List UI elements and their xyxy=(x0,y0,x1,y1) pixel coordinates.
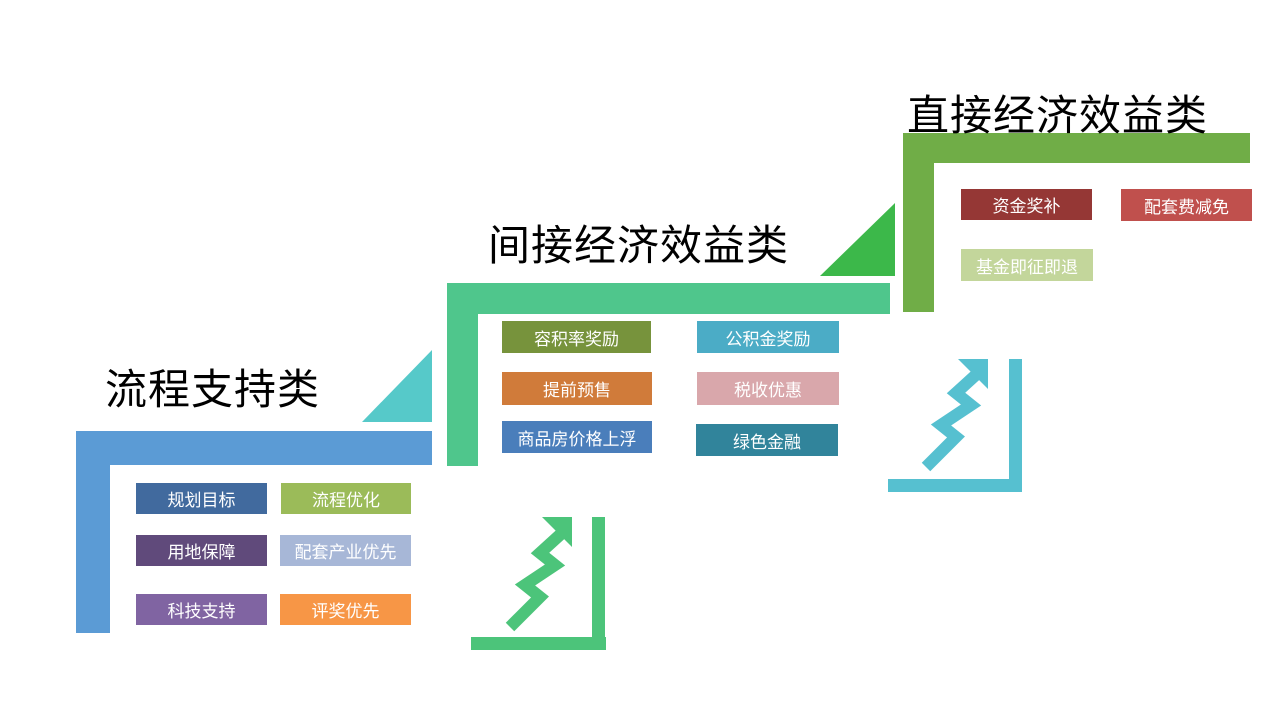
stage3-title: 直接经济效益类 xyxy=(907,91,1209,140)
stage1-title: 流程支持类 xyxy=(105,365,321,414)
item-housing-fund-reward: 公积金奖励 xyxy=(697,321,839,353)
item-fund-subsidy: 资金奖补 xyxy=(961,189,1092,220)
stage1-bracket-top xyxy=(76,431,432,465)
stage2-title: 间接经济效益类 xyxy=(488,221,790,270)
stage3-bracket-top xyxy=(903,133,1250,163)
item-fund-refund: 基金即征即退 xyxy=(961,249,1093,281)
stage1-triangle xyxy=(362,350,432,422)
growth-stairs-icon xyxy=(471,517,606,650)
item-far-reward: 容积率奖励 xyxy=(502,321,651,353)
stage2-triangle xyxy=(820,203,895,276)
item-green-finance: 绿色金融 xyxy=(696,424,838,456)
stage2-bracket-side xyxy=(447,283,478,466)
stage3-bracket-side xyxy=(903,133,934,312)
item-tax-incentive: 税收优惠 xyxy=(697,372,839,405)
item-process-optimization: 流程优化 xyxy=(281,483,411,514)
item-tech-support: 科技支持 xyxy=(136,594,267,625)
stage1-bracket-side xyxy=(76,431,110,633)
item-presale: 提前预售 xyxy=(502,372,652,405)
item-land-guarantee: 用地保障 xyxy=(136,535,267,566)
item-planning-target: 规划目标 xyxy=(136,483,267,514)
item-fee-reduction: 配套费减免 xyxy=(1121,189,1252,221)
item-price-increase: 商品房价格上浮 xyxy=(502,421,652,453)
growth-stairs-icon xyxy=(888,359,1022,492)
item-award-priority: 评奖优先 xyxy=(280,594,411,625)
stage2-bracket-top xyxy=(447,283,890,314)
item-supporting-industry: 配套产业优先 xyxy=(280,535,411,566)
